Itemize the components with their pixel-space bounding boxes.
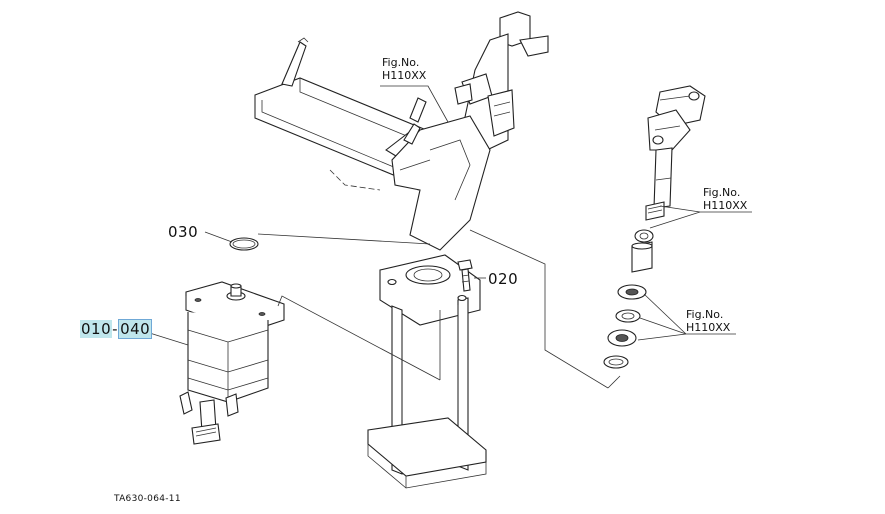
callout-010-040[interactable]: 010-040 (80, 319, 153, 339)
fig-ref-number: H110XX (703, 199, 748, 212)
assembly-guide-lines (257, 229, 621, 389)
callout-030[interactable]: 030 (168, 223, 199, 241)
bolt-020 (457, 259, 486, 292)
fig-ref-bearings[interactable]: Fig.No. H110XX (686, 308, 730, 334)
callout-020[interactable]: 020 (488, 270, 519, 288)
fig-ref-number: H110XX (686, 321, 731, 334)
fig-ref-label: Fig.No. (686, 308, 724, 321)
callout-separator: - (112, 320, 119, 338)
fig-ref-column[interactable]: Fig.No. H110XX (382, 56, 426, 82)
column-base-stand (367, 254, 487, 489)
bearing-stack (603, 284, 647, 369)
fig-leader-lines (380, 85, 752, 341)
o-ring-030 (204, 231, 259, 251)
callout-010[interactable]: 010 (80, 320, 113, 338)
steering-column-upper (391, 11, 549, 251)
callout-040[interactable]: 040 (118, 319, 153, 339)
fig-ref-number: H110XX (382, 69, 427, 82)
fig-ref-label: Fig.No. (382, 56, 420, 69)
diagram-code: TA630-064-11 (114, 494, 181, 504)
universal-joint-shaft (631, 85, 706, 273)
steering-motor-unit (139, 281, 285, 445)
fig-ref-label: Fig.No. (703, 186, 741, 199)
fig-ref-shaft[interactable]: Fig.No. H110XX (703, 186, 747, 212)
